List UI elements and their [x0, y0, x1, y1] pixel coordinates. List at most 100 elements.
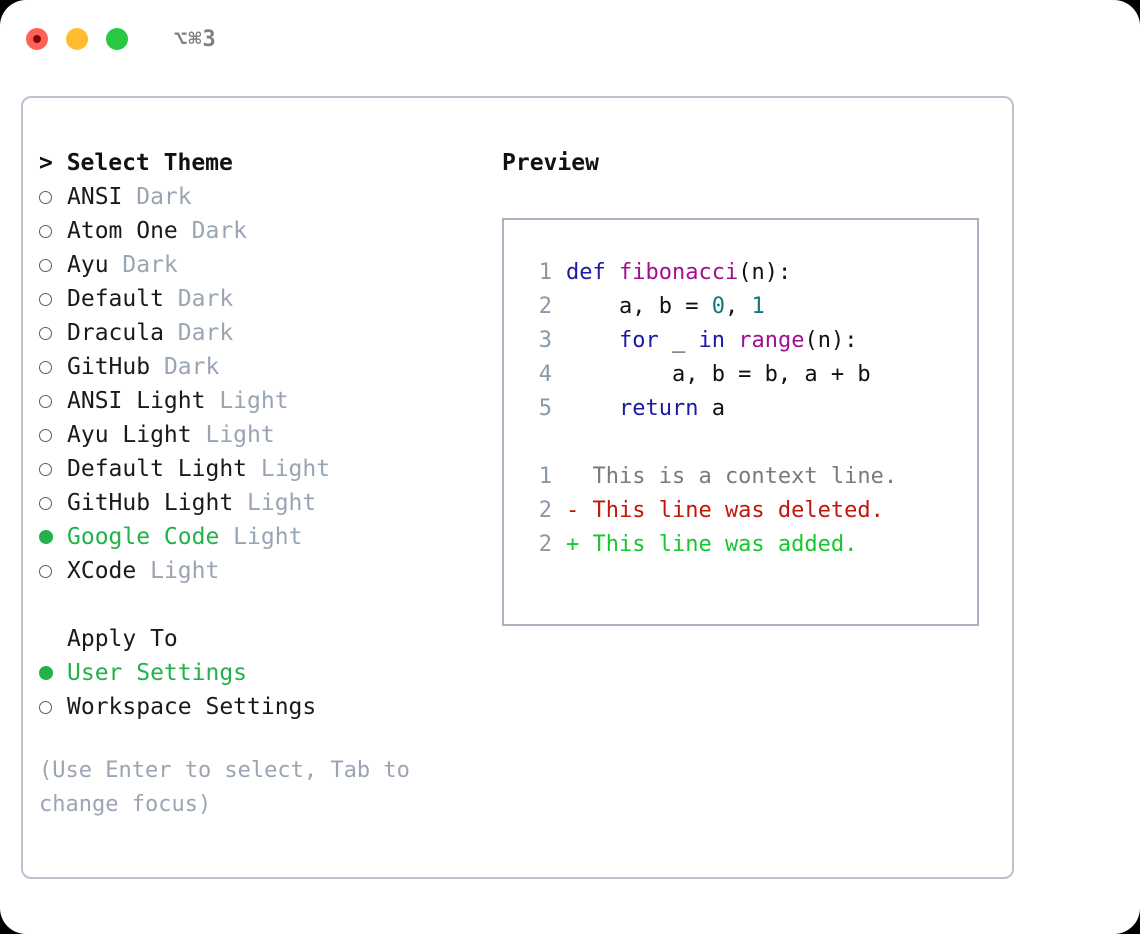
radio-selected-icon — [39, 530, 67, 544]
code-token-kw: for — [618, 328, 659, 353]
diff-line-context: 1 This is a context line. — [522, 460, 977, 494]
theme-variant-label: Dark — [163, 320, 234, 346]
code-token-pln — [566, 396, 619, 421]
code-token-pln: a, b = b, a + b — [566, 362, 871, 387]
code-token-pln: _ — [658, 328, 699, 353]
code-token-pln: , — [724, 294, 752, 319]
code-line-text: for _ in range(n): — [566, 324, 857, 358]
close-window-button[interactable] — [26, 28, 48, 50]
theme-option-xcode[interactable]: XCode Light — [39, 554, 489, 588]
minimize-window-button[interactable] — [66, 28, 88, 50]
theme-option-ansi[interactable]: ANSI Dark — [39, 180, 489, 214]
theme-option-label: Atom One — [67, 218, 178, 244]
theme-option-default[interactable]: Default Dark — [39, 282, 489, 316]
radio-mark — [39, 700, 52, 714]
code-line: 3 for _ in range(n): — [522, 324, 977, 358]
theme-variant-label: Light — [191, 422, 275, 448]
theme-option-github[interactable]: GitHub Dark — [39, 350, 489, 384]
code-token-pln: (n): — [738, 260, 792, 285]
radio-mark — [39, 190, 52, 204]
radio-unselected-icon — [39, 326, 67, 340]
code-line-text: return a — [566, 392, 725, 426]
radio-mark — [39, 462, 52, 476]
theme-option-label: ANSI Light — [67, 388, 206, 414]
theme-option-github-light[interactable]: GitHub Light Light — [39, 486, 489, 520]
code-token-pln — [566, 328, 619, 353]
theme-variant-label: Light — [247, 456, 331, 482]
theme-option-label: GitHub Light — [67, 490, 234, 516]
radio-mark — [39, 394, 52, 408]
keyboard-shortcut-label: ⌥⌘3 — [174, 26, 217, 52]
theme-variant-label: Light — [205, 388, 289, 414]
theme-variant-label: Light — [136, 558, 220, 584]
radio-mark — [39, 530, 53, 544]
radio-unselected-icon — [39, 428, 67, 442]
title-bar: ⌥⌘3 — [0, 0, 1140, 78]
apply-to-option-workspace-settings[interactable]: Workspace Settings — [39, 690, 489, 724]
line-number: 5 — [538, 396, 552, 421]
radio-unselected-icon — [39, 394, 67, 408]
radio-mark — [39, 326, 52, 340]
theme-option-atom-one[interactable]: Atom One Dark — [39, 214, 489, 248]
theme-option-default-light[interactable]: Default Light Light — [39, 452, 489, 486]
radio-mark — [39, 428, 52, 442]
theme-option-ayu[interactable]: Ayu Dark — [39, 248, 489, 282]
theme-option-label: GitHub — [67, 354, 151, 380]
radio-mark — [39, 258, 52, 272]
diff-line-del: 2 - This line was deleted. — [522, 494, 977, 528]
code-token-pln: a, b = — [566, 294, 712, 319]
diff-line-text: - This line was deleted. — [566, 498, 884, 523]
theme-variant-label: Dark — [108, 252, 178, 278]
theme-option-ayu-light[interactable]: Ayu Light Light — [39, 418, 489, 452]
radio-unselected-icon — [39, 190, 67, 204]
radio-selected-icon — [39, 666, 67, 680]
theme-variant-label: Light — [219, 524, 303, 550]
theme-option-label: Dracula — [67, 320, 164, 346]
theme-option-ansi-light[interactable]: ANSI Light Light — [39, 384, 489, 418]
radio-unselected-icon — [39, 462, 67, 476]
theme-option-dracula[interactable]: Dracula Dark — [39, 316, 489, 350]
radio-unselected-icon — [39, 258, 67, 272]
code-line: 5 return a — [522, 392, 977, 426]
radio-mark — [39, 666, 53, 680]
preview-heading: Preview — [502, 150, 599, 176]
theme-variant-label: Dark — [177, 218, 248, 244]
code-token-pln: a — [698, 396, 725, 421]
theme-option-label: Default — [67, 286, 164, 312]
theme-variant-label: Dark — [150, 354, 220, 380]
code-line-text: a, b = 0, 1 — [566, 290, 765, 324]
theme-option-label: Google Code — [67, 524, 220, 550]
line-number: 2 — [538, 294, 552, 319]
code-token-num: 1 — [751, 294, 765, 319]
radio-unselected-icon — [39, 496, 67, 510]
apply-to-option-user-settings[interactable]: User Settings — [39, 656, 489, 690]
diff-sample: 1 This is a context line. 2 - This line wa… — [522, 460, 977, 562]
code-token-pln — [725, 328, 738, 353]
code-token-fn: fibonacci — [618, 260, 739, 285]
apply-to-heading: Apply To — [67, 626, 178, 652]
close-icon — [33, 35, 41, 43]
maximize-window-button[interactable] — [106, 28, 128, 50]
theme-option-label: XCode — [67, 558, 137, 584]
theme-option-label: Ayu Light — [67, 422, 192, 448]
line-number: 2 — [538, 498, 552, 523]
code-token-kw: in — [698, 328, 725, 353]
theme-option-label: Ayu — [67, 252, 109, 278]
radio-mark — [39, 564, 52, 578]
apply-to-option-label: Workspace Settings — [67, 694, 317, 720]
radio-unselected-icon — [39, 360, 67, 374]
list-spacer — [39, 588, 489, 622]
radio-mark — [39, 292, 52, 306]
theme-option-google-code[interactable]: Google Code Light — [39, 520, 489, 554]
theme-variant-label: Dark — [163, 286, 234, 312]
line-number: 2 — [538, 532, 552, 557]
apply-to-option-label: User Settings — [67, 660, 248, 686]
code-token-fn: range — [738, 328, 805, 353]
